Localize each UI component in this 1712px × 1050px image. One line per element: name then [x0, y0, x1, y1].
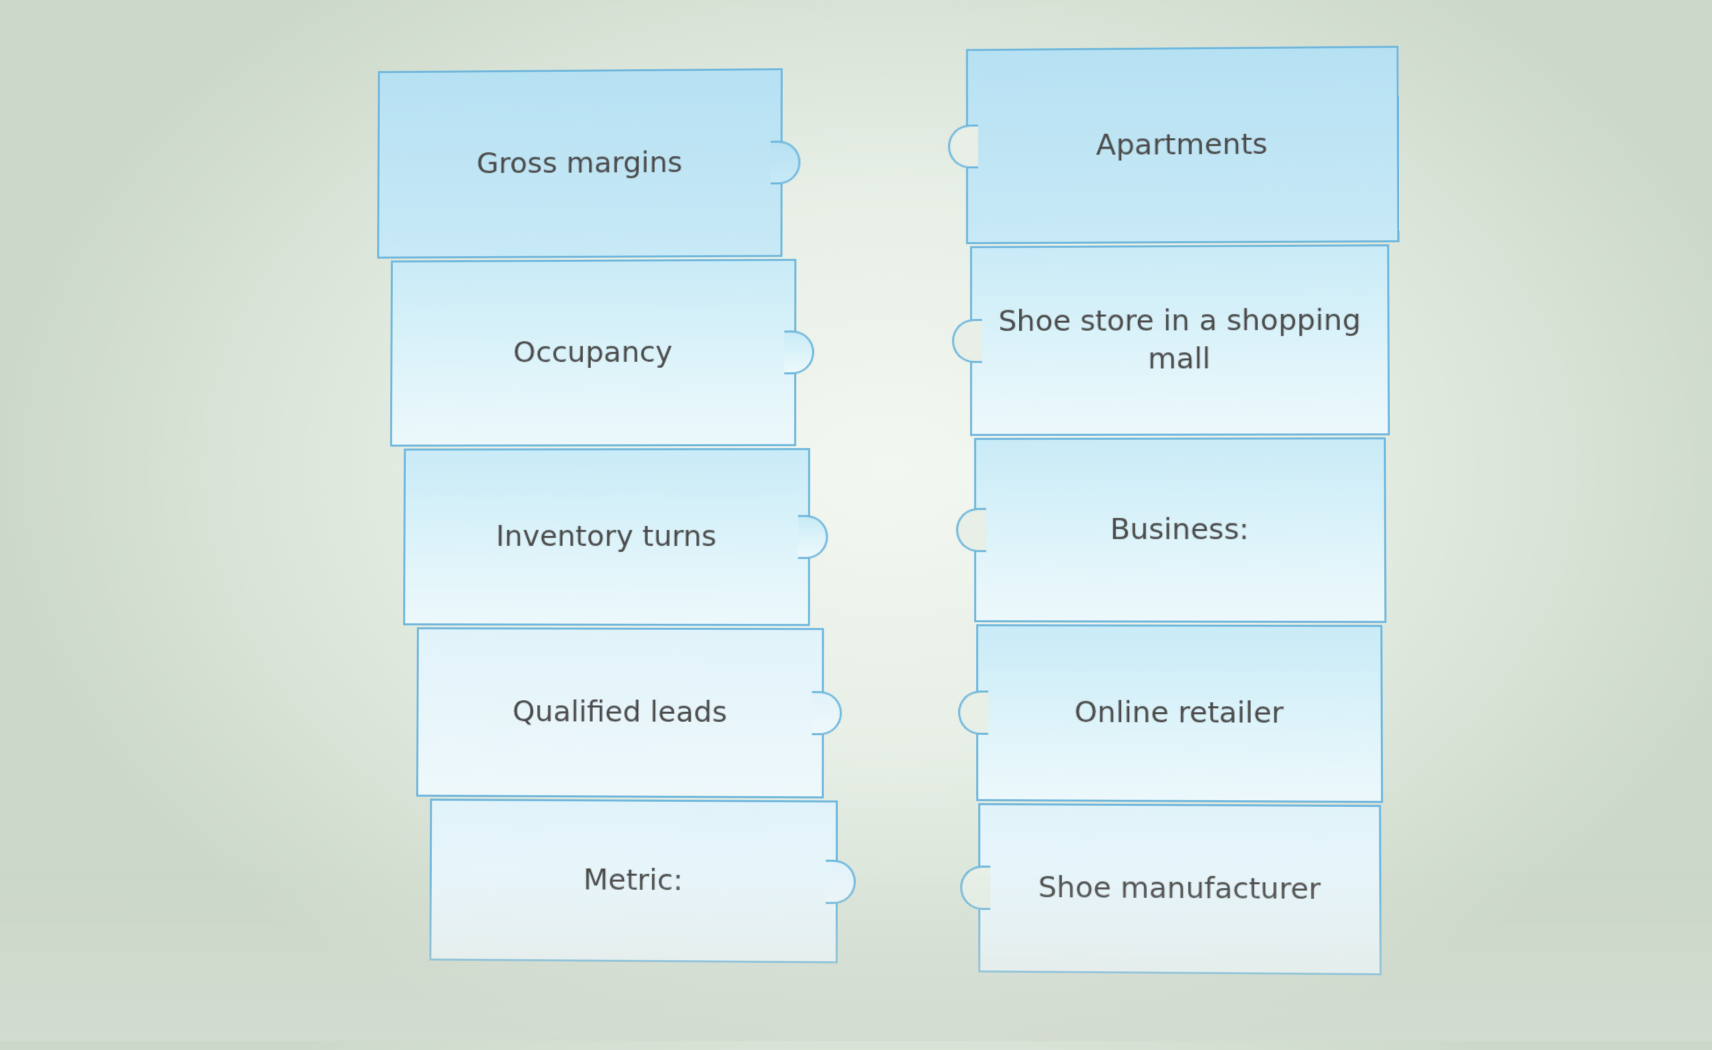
metric-column: Gross margins Occupancy Inventory turns …	[377, 68, 856, 964]
business-card-apartments[interactable]: Apartments	[948, 45, 1400, 245]
business-column: Apartments Shoe store in a shopping mall…	[948, 45, 1400, 976]
connector-slot-in	[958, 690, 989, 735]
metric-card-gross-margins[interactable]: Gross margins	[377, 68, 801, 259]
connector-tab-out	[784, 330, 815, 375]
business-card-header: Business:	[956, 437, 1387, 623]
connector-tab-out	[770, 140, 801, 185]
business-label: Shoe manufacturer	[1038, 870, 1321, 907]
business-label: Shoe store in a shopping mall	[998, 302, 1361, 376]
connector-slot-in	[948, 124, 979, 169]
business-card-shoe-store[interactable]: Shoe store in a shopping mall	[952, 244, 1390, 436]
metric-label: Metric:	[583, 862, 683, 898]
business-card-shoe-manufacturer[interactable]: Shoe manufacturer	[960, 803, 1382, 976]
metric-card-inventory-turns[interactable]: Inventory turns	[403, 448, 829, 626]
metric-card-qualified-leads[interactable]: Qualified leads	[416, 627, 842, 799]
business-label: Online retailer	[1074, 694, 1284, 730]
business-label: Business:	[1110, 512, 1250, 547]
business-card-online-retailer[interactable]: Online retailer	[958, 624, 1384, 803]
matching-exercise: Gross margins Occupancy Inventory turns …	[8, 0, 1712, 1050]
business-label: Apartments	[1096, 126, 1268, 162]
metric-card-header: Metric:	[429, 798, 856, 964]
connector-slot-in	[956, 507, 987, 553]
connector-tab-out	[811, 691, 842, 736]
metric-label: Occupancy	[513, 335, 673, 370]
metric-label: Gross margins	[476, 145, 683, 181]
connector-tab-out	[825, 859, 856, 905]
metric-label: Qualified leads	[512, 694, 728, 730]
connector-slot-in	[952, 318, 983, 363]
metric-label: Inventory turns	[495, 519, 717, 554]
connector-tab-out	[798, 515, 829, 559]
metric-card-occupancy[interactable]: Occupancy	[390, 258, 815, 447]
connector-slot-in	[960, 865, 991, 910]
